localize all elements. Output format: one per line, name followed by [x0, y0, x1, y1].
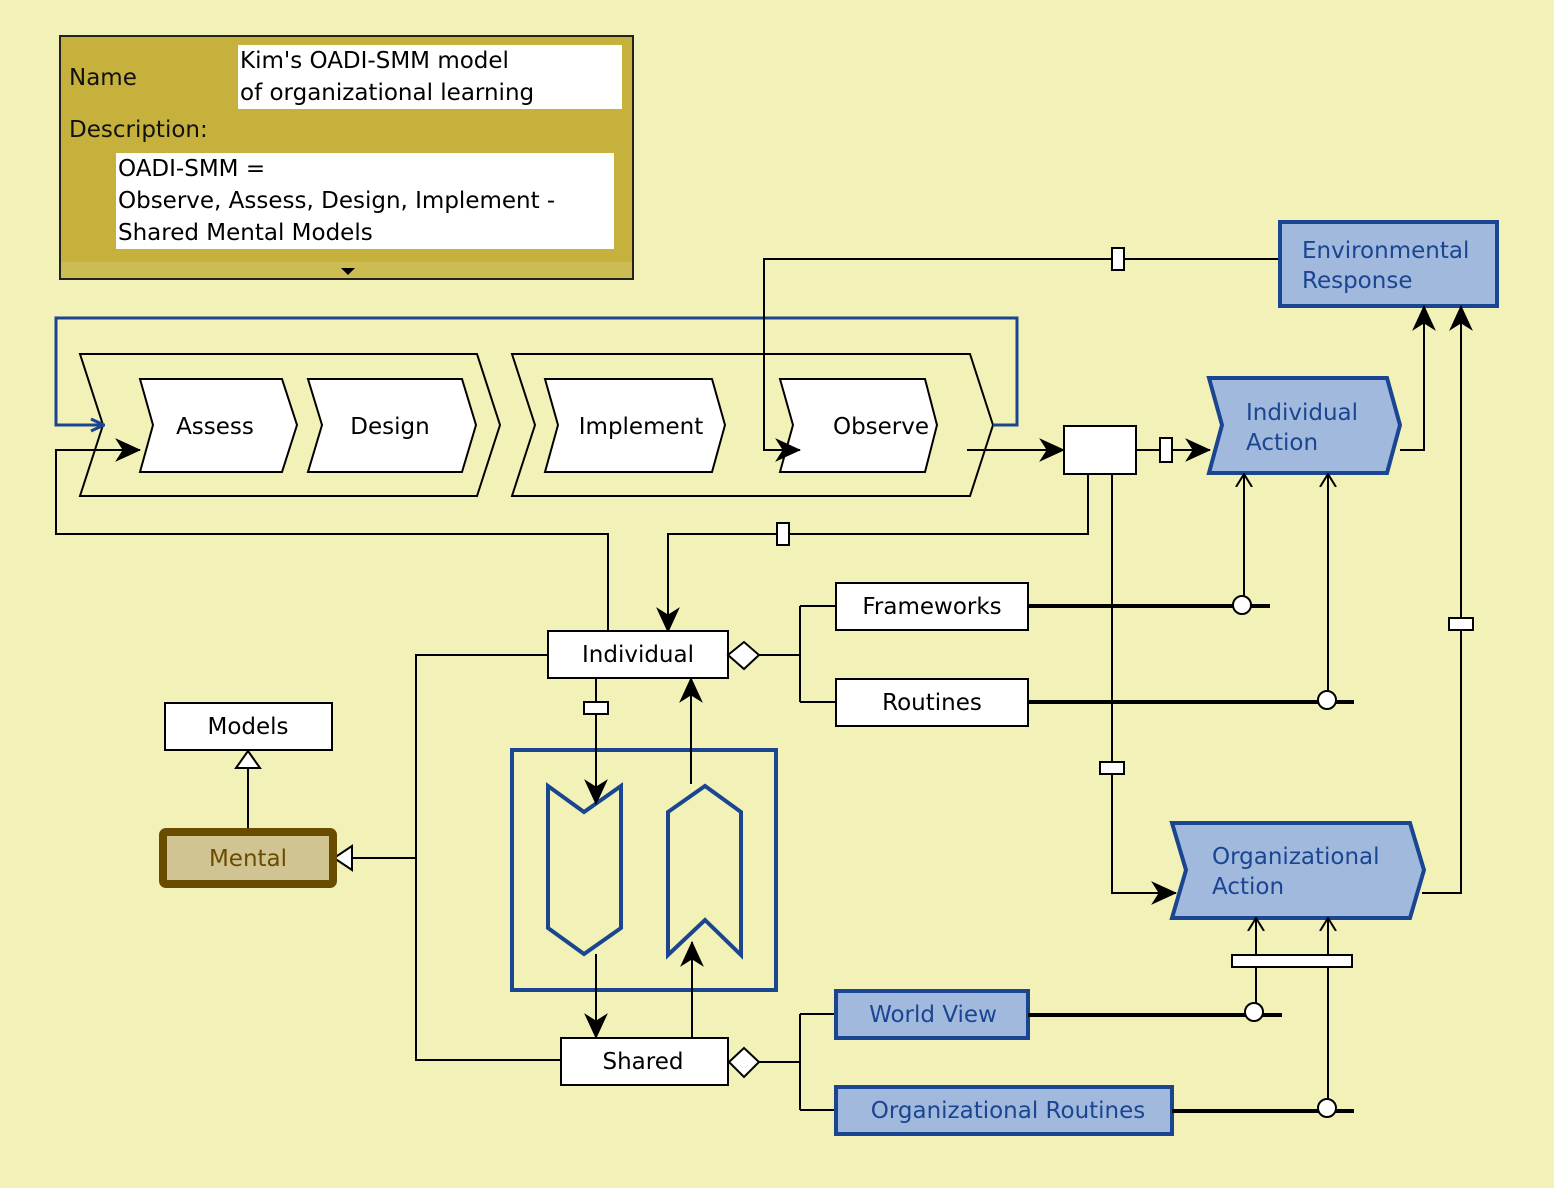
- class-label: Routines: [882, 690, 982, 716]
- expand-caret-icon[interactable]: [341, 268, 355, 275]
- phase-group-implement-observe: [510, 353, 995, 497]
- up-chevron-icon: [666, 783, 743, 960]
- individual-action-to-environment-connector[interactable]: [1400, 304, 1436, 451]
- step-label: Observe: [833, 414, 929, 440]
- step-assess[interactable]: Assess: [138, 378, 299, 473]
- generalization-connector[interactable]: [352, 654, 561, 1061]
- connector-port: [776, 522, 790, 546]
- connector-port: [1111, 247, 1125, 271]
- aggregation-diamond-icon: [727, 1046, 761, 1079]
- name-field[interactable]: Kim's OADI-SMM model of organizational l…: [238, 45, 622, 109]
- node-label: Response: [1302, 268, 1412, 294]
- interface-lollipop-icon: [1317, 690, 1337, 710]
- aggregation-diamond-icon: [726, 640, 761, 671]
- down-chevron-icon: [546, 782, 623, 957]
- individual-to-assess-connector[interactable]: [55, 438, 609, 632]
- node-label: Individual: [1246, 400, 1358, 426]
- step-label: Assess: [176, 414, 254, 440]
- node-label: Environmental: [1302, 238, 1469, 264]
- interface-lollipop-icon: [1317, 1098, 1337, 1118]
- class-label: Frameworks: [862, 594, 1001, 620]
- node-label: Action: [1212, 874, 1284, 900]
- individual-aggregation-connector[interactable]: [759, 605, 836, 703]
- organizational-action-node[interactable]: Organizational Action: [1169, 821, 1427, 920]
- environment-to-observe-connector[interactable]: [763, 258, 1280, 462]
- world-view-class[interactable]: World View: [834, 989, 1030, 1040]
- individual-action-node[interactable]: Individual Action: [1206, 376, 1403, 475]
- step-label: Design: [350, 414, 429, 440]
- description-field[interactable]: OADI-SMM = Observe, Assess, Design, Impl…: [116, 153, 614, 249]
- mental-class[interactable]: Mental: [159, 828, 337, 888]
- connector-port: [1099, 761, 1125, 775]
- step-label: Implement: [579, 414, 703, 440]
- node-label: Organizational: [1212, 844, 1380, 870]
- class-label: Individual: [582, 642, 694, 668]
- class-label: Models: [207, 714, 288, 740]
- class-label: Shared: [603, 1049, 684, 1075]
- junction-to-org-action-connector[interactable]: [1111, 474, 1178, 905]
- name-label: Name: [69, 65, 137, 91]
- step-design[interactable]: Design: [306, 378, 478, 473]
- class-label: Organizational Routines: [871, 1098, 1146, 1124]
- org-action-to-environment-connector[interactable]: [1422, 304, 1473, 894]
- knowledge-conversion-frame: [510, 748, 778, 992]
- class-label: Mental: [209, 846, 287, 872]
- step-observe[interactable]: Observe: [778, 378, 939, 473]
- individual-class[interactable]: Individual: [547, 630, 729, 679]
- connector-port: [1448, 617, 1474, 631]
- frameworks-class[interactable]: Frameworks: [835, 582, 1029, 631]
- generalization-arrow-icon: [234, 749, 262, 769]
- generalization-arrow-icon: [332, 844, 353, 872]
- feedback-loop-connector[interactable]: [54, 316, 1019, 425]
- class-label: World View: [869, 1002, 997, 1028]
- environmental-response-node[interactable]: Environmental Response: [1278, 220, 1499, 308]
- connector-port: [1159, 437, 1173, 463]
- step-implement[interactable]: Implement: [543, 378, 727, 473]
- connector-port: [583, 701, 609, 715]
- info-panel: Name Kim's OADI-SMM model of organizatio…: [59, 35, 634, 280]
- models-class[interactable]: Models: [164, 702, 333, 751]
- connector-bar: [1231, 954, 1353, 968]
- organizational-routines-class[interactable]: Organizational Routines: [834, 1085, 1174, 1136]
- shared-class[interactable]: Shared: [560, 1037, 729, 1086]
- shared-aggregation-connector[interactable]: [759, 1013, 836, 1111]
- interface-lollipop-icon: [1244, 1002, 1264, 1022]
- routines-class[interactable]: Routines: [835, 678, 1029, 727]
- junction-box[interactable]: [1063, 425, 1137, 475]
- junction-to-individual-connector[interactable]: [656, 474, 1089, 634]
- node-label: Action: [1246, 430, 1318, 456]
- interface-lollipop-icon: [1232, 595, 1252, 615]
- description-label: Description:: [69, 117, 208, 143]
